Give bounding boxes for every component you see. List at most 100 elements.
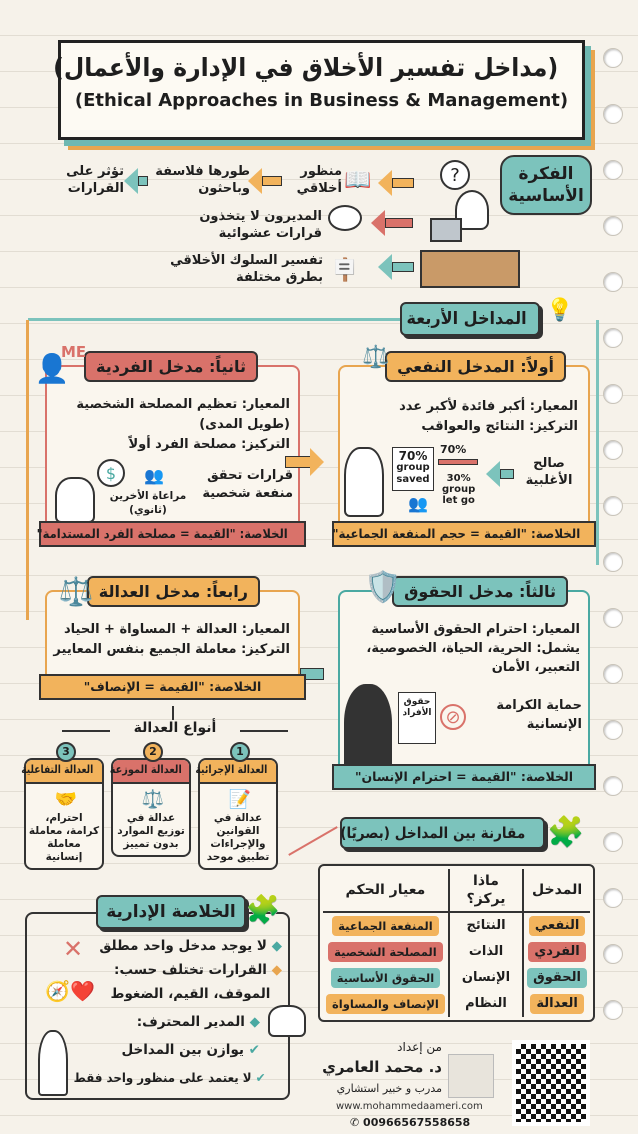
- binder-hole: [603, 160, 623, 180]
- individual-focus: التركيز: مصلحة الفرد أولاً: [128, 437, 290, 452]
- utility-result: صالح الأغلبية: [525, 456, 573, 488]
- diamond-bullet-icon: ◆: [266, 962, 282, 978]
- summary-banner: الخلاصة الإدارية: [96, 895, 246, 929]
- individual-term: (طويل المدى): [199, 417, 290, 432]
- arrow-right-icon: [486, 461, 514, 487]
- crossed-arrows-icon: ✕: [62, 935, 84, 963]
- column-header: ماذا يركز؟: [448, 869, 525, 913]
- focus-cell: النتائج: [448, 912, 525, 939]
- summary-point-text: القرارات تختلف حسب:: [114, 962, 267, 978]
- connector-line: [172, 706, 174, 720]
- summary-point-3: ◆ المدير المحترف:: [110, 1014, 260, 1030]
- others-people-icon: 👥: [144, 465, 164, 485]
- binder-hole: [603, 944, 623, 964]
- comparison-banner: مقارنة بين المداخل (بصريًا): [340, 817, 545, 849]
- manager-arms-crossed-illustration: [268, 1005, 306, 1037]
- approach-cell: النفعي: [528, 916, 586, 936]
- individual-summary-ribbon: الخلاصة: "القيمة = مصلحة الفرد المستدامة…: [36, 521, 306, 547]
- author-photo: [448, 1054, 494, 1098]
- board-saved: 70% group saved: [392, 447, 434, 491]
- let-go-group: group: [442, 484, 476, 495]
- card-individual-title: ثانياً: مدخل الفردية: [84, 351, 258, 382]
- curved-arrow-icon: [288, 826, 338, 856]
- flow-affects-decisions: تؤثر على القرارات: [66, 164, 124, 196]
- qr-code[interactable]: [512, 1040, 590, 1126]
- binder-hole: [603, 496, 623, 516]
- flow-not-random: المديرون لا يتخذون قرارات عشوائية: [199, 209, 322, 241]
- binder-hole: [603, 776, 623, 796]
- binder-hole: [603, 328, 623, 348]
- signpost-icon: 🪧: [331, 257, 359, 283]
- approach-cell: الحقوق: [527, 968, 587, 988]
- criterion-cell: الإنصاف والمساواة: [326, 994, 445, 1014]
- arrow-curved-icon: [378, 254, 414, 280]
- justice-summary-ribbon: الخلاصة: "القيمة = الإنصاف": [39, 674, 306, 700]
- author-name: د. محمد العامري: [322, 1058, 442, 1076]
- flow-developed-by: طورها فلاسفة وباحثون: [155, 164, 250, 196]
- presenter-illustration: [344, 447, 384, 517]
- individual-decision: قرارات تحقق منفعة شخصية: [202, 468, 293, 501]
- let-go-percent: 30%: [446, 473, 471, 484]
- card-rights-title: ثالثاً: مدخل الحقوق: [392, 576, 568, 607]
- summary-check-text: لا يعتمد على منظور واحد فقط: [74, 1070, 253, 1085]
- check-icon: ✔: [243, 1042, 260, 1058]
- binder-hole: [603, 888, 623, 908]
- utility-summary-ribbon: الخلاصة: "القيمة = حجم المنفعة الجماعية": [332, 521, 596, 547]
- whatsapp-icon: ✆: [350, 1116, 364, 1129]
- compass-heart-person-icons: 🧭❤️: [45, 979, 95, 1003]
- criterion-cell: الحقوق الأساسية: [330, 968, 441, 988]
- binder-hole: [603, 272, 623, 292]
- lightbulb-icon: 💡: [546, 297, 574, 323]
- card-rights: ثالثاً: مدخل الحقوق 🛡️ المعيار: احترام ا…: [332, 570, 596, 790]
- binder-hole: [603, 1000, 623, 1020]
- title-english: (Ethical Approaches in Business & Manage…: [74, 90, 569, 111]
- scales-icon: ⚖️: [141, 788, 165, 810]
- individual-criterion: المعيار: تعظيم المصلحة الشخصية: [76, 397, 290, 412]
- binder-hole: [603, 720, 623, 740]
- scales-icon: ⚖️: [58, 574, 94, 608]
- number-badge: 2: [143, 742, 163, 762]
- justice-type-text: عدالة في القوانين والإجراءات تطبيق موحد: [206, 812, 270, 863]
- arrow-left-icon: [124, 168, 148, 194]
- let-go-label: 30% group let go: [442, 473, 475, 506]
- table-row: العدالة النظام الإنصاف والمساواة: [323, 991, 590, 1017]
- puzzle-piece-icon: 🧩: [547, 814, 585, 850]
- justice-type-title: العدالة الموزعة: [110, 760, 189, 784]
- table-header-row: المدخل ماذا يركز؟ معيار الحكم: [323, 869, 590, 913]
- focus-cell: النظام: [448, 991, 525, 1017]
- man-arms-crossed-illustration: [55, 477, 95, 523]
- justice-type-interactional: 3 العدالة التفاعلية 🤝 احترام، كرامة، معا…: [21, 742, 104, 870]
- board-saved-label: saved: [396, 474, 430, 485]
- arrow-right-icon: [285, 456, 311, 468]
- binder-hole: [603, 384, 623, 404]
- summary-check-text: يوازن بين المداخل: [121, 1042, 244, 1058]
- binder-hole: [603, 216, 623, 236]
- summary-check-2: ✔ لا يعتمد على منظور واحد فقط: [74, 1070, 266, 1085]
- justice-type-text: عدالة في توزيع الموارد بدون تمييز: [117, 812, 185, 850]
- rights-includes: يشمل: الحرية، الحياة، الخصوصية،: [366, 641, 580, 656]
- board-percent: 70%: [398, 449, 428, 463]
- justice-type-title: العدالة الإجرائية: [196, 760, 276, 784]
- connector-line: [62, 730, 110, 732]
- check-icon: ✔: [252, 1070, 266, 1085]
- author-website[interactable]: www.mohammedaameri.com: [336, 1101, 483, 1112]
- connector-line: [28, 318, 406, 321]
- focus-cell: الإنسان: [448, 965, 525, 991]
- clipboard-rights: حقوق الأفراد: [398, 692, 436, 744]
- thought-cloud-icon: [328, 205, 362, 231]
- utility-focus: التركيز: النتائج والعواقب: [421, 419, 578, 434]
- comparison-table: المدخل ماذا يركز؟ معيار الحكم النفعي الن…: [318, 864, 595, 1022]
- binder-hole: [603, 664, 623, 684]
- juggling-woman-illustration: [38, 1030, 68, 1096]
- money-bubble-icon: $: [97, 459, 125, 487]
- rights-criterion: المعيار: احترام الحقوق الأساسية: [371, 622, 580, 637]
- others-secondary: مراعاة الأخرين (ثانوي): [109, 490, 187, 516]
- card-individual: ثانياً: مدخل الفردية ME 👤 المعيار: تعظيم…: [35, 343, 306, 547]
- split-arrow-icon: [438, 459, 478, 465]
- approach-cell: العدالة: [530, 994, 584, 1014]
- justice-type-distributive: 2 العدالة الموزعة ⚖️ عدالة في توزيع المو…: [110, 742, 191, 857]
- card-justice: رابعاً: مدخل العدالة ⚖️ المعيار: العدالة…: [39, 575, 306, 700]
- number-badge: 1: [230, 742, 250, 762]
- justice-type-text: احترام، كرامة، معاملة معاملة إنسانية: [28, 812, 100, 863]
- group-people-icon: 👥: [408, 493, 428, 513]
